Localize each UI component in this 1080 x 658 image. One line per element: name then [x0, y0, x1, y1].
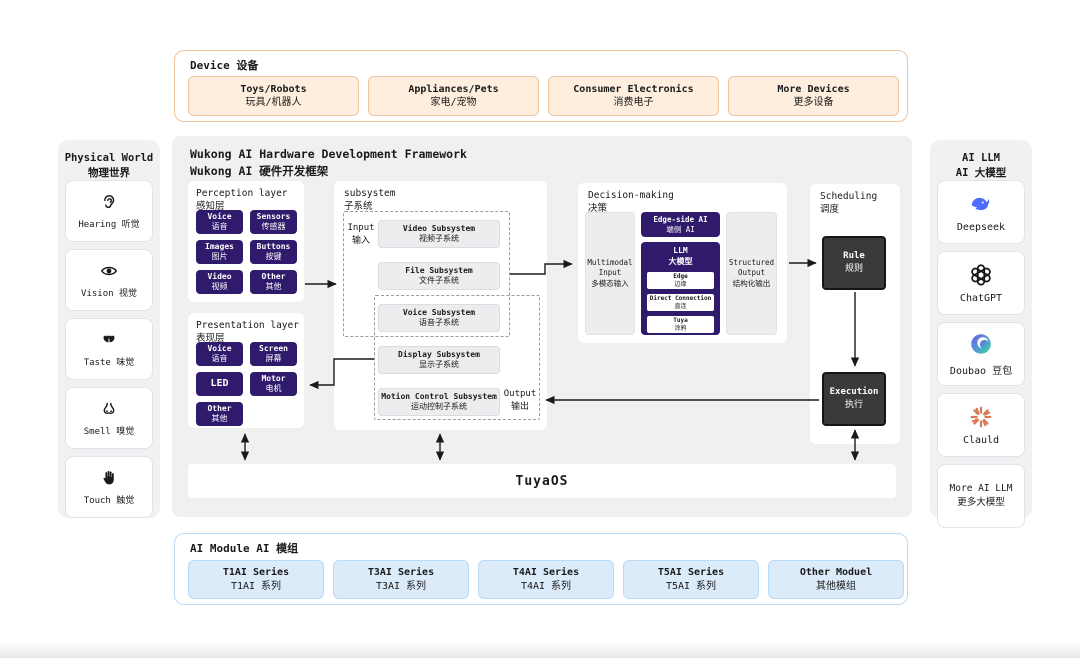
decision-making-section: Decision-making 决策 Multimodal Input 多模态输…: [578, 183, 787, 343]
hand-icon: [103, 470, 114, 485]
framework-title: Wukong AI Hardware Development Framework…: [190, 147, 467, 178]
deepseek-whale-icon: [971, 197, 990, 211]
scheduling-label: Scheduling 调度: [820, 191, 878, 216]
device-item-consumer-electronics: Consumer Electronics 消费电子: [548, 76, 719, 116]
rule-box: Rule 规则: [822, 236, 886, 290]
physical-world-cards: Hearing 听觉 Vision 视觉 Taste 味觉: [65, 180, 153, 518]
sense-card-vision: Vision 视觉: [65, 249, 153, 311]
device-section-label: Device 设备: [190, 59, 259, 72]
subsystem-label: subsystem 子系统: [344, 188, 396, 213]
structured-output-box: Structured Output 结构化输出: [726, 212, 777, 335]
llm-card-doubao: Doubao 豆包: [937, 322, 1025, 386]
doubao-icon: [971, 334, 991, 354]
edge-side-ai-box: Edge-side AI 端侧 AI: [641, 212, 720, 237]
subsystem-input-group: [343, 211, 510, 337]
sense-card-taste: Taste 味觉: [65, 318, 153, 380]
subsystem-section: subsystem 子系统 Input 输入 Output 输出 Video S…: [334, 181, 547, 430]
llm-card-deepseek: Deepseek: [937, 180, 1025, 244]
sense-card-touch: Touch 触觉: [65, 456, 153, 518]
tongue-icon: [103, 335, 115, 344]
llm-card-chatgpt: ChatGPT: [937, 251, 1025, 315]
multimodal-input-box: Multimodal Input 多模态输入: [585, 212, 635, 335]
execution-box: Execution 执行: [822, 372, 886, 426]
tuyaos-bar: TuyaOS: [188, 464, 896, 498]
output-label: Output 输出: [503, 389, 537, 412]
claude-icon: [970, 406, 992, 428]
eye-icon: [100, 266, 118, 276]
device-item-appliances-pets: Appliances/Pets 家电/宠物: [368, 76, 539, 116]
device-items: Toys/Robots 玩具/机器人 Appliances/Pets 家电/宠物…: [188, 76, 899, 116]
input-label: Input 输入: [347, 223, 375, 246]
subsystem-output-group: [374, 295, 540, 420]
nose-icon: [103, 402, 115, 415]
page-bottom-fade: [0, 642, 1080, 658]
perception-layer-label: Perception layer 感知层: [196, 188, 288, 213]
ai-module-label: AI Module AI 模组: [190, 542, 299, 555]
device-item-toys-robots: Toys/Robots 玩具/机器人: [188, 76, 359, 116]
ai-llm-title: AI LLM AI 大模型: [955, 152, 1007, 180]
scheduling-section: Scheduling 调度 Rule 规则 Execution 执行: [810, 184, 900, 444]
decision-making-label: Decision-making 决策: [588, 190, 674, 215]
llm-card-claude: Clauld: [937, 393, 1025, 457]
llm-card-more: More AI LLM 更多大模型: [937, 464, 1025, 528]
presentation-layer-label: Presentation layer 表现层: [196, 320, 299, 345]
physical-world-panel: Physical World 物理世界 Hearing 听觉 Vision 视觉: [58, 140, 160, 518]
physical-world-title: Physical World 物理世界: [64, 152, 154, 180]
sense-card-hearing: Hearing 听觉: [65, 180, 153, 242]
chatgpt-icon: [971, 264, 991, 286]
presentation-chip-led: LED: [196, 372, 243, 396]
sense-card-smell: Smell 嗅觉: [65, 387, 153, 449]
ai-llm-panel: AI LLM AI 大模型 Deepseek ChatG: [930, 140, 1032, 528]
device-item-more-devices: More Devices 更多设备: [728, 76, 899, 116]
framework-panel: Wukong AI Hardware Development Framework…: [172, 136, 912, 517]
ear-icon: [104, 195, 115, 209]
ai-llm-cards: Deepseek ChatGPT: [937, 180, 1025, 528]
